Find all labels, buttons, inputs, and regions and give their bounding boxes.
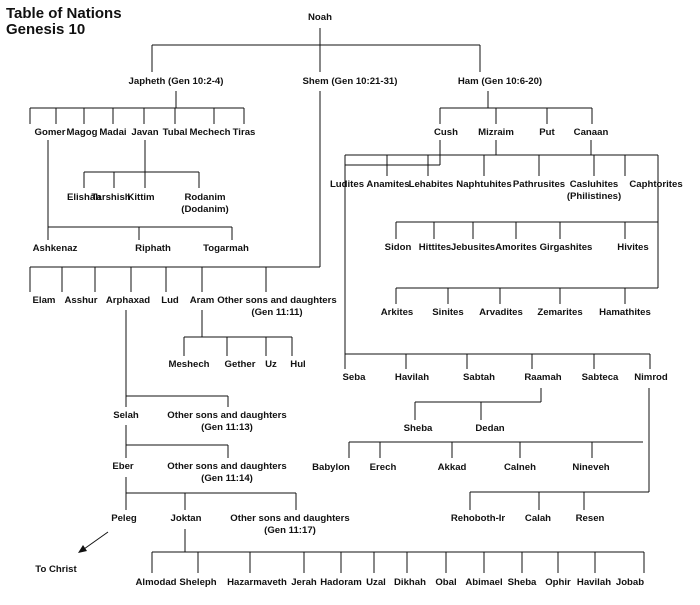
node-rodanim: Rodanim(Dodanim) bbox=[181, 192, 228, 215]
node-havilah-j: Havilah bbox=[577, 577, 611, 588]
node-jobab: Jobab bbox=[616, 577, 644, 588]
node-zemarites: Zemarites bbox=[537, 307, 582, 318]
node-peleg: Peleg bbox=[111, 513, 137, 524]
node-rehoboth: Rehoboth-Ir bbox=[451, 513, 506, 524]
node-nimrod: Nimrod bbox=[634, 372, 668, 383]
node-erech: Erech bbox=[370, 462, 397, 473]
node-ham: Ham (Gen 10:6-20) bbox=[458, 76, 542, 87]
node-resen: Resen bbox=[576, 513, 605, 524]
node-amorites: Amorites bbox=[495, 242, 537, 253]
arrow-head-icon bbox=[78, 545, 87, 553]
node-sheba-r: Sheba bbox=[404, 423, 433, 434]
node-calneh: Calneh bbox=[504, 462, 536, 473]
node-seba: Seba bbox=[343, 372, 367, 383]
node-dikhah: Dikhah bbox=[394, 577, 426, 588]
node-hittites: Hittites bbox=[419, 242, 452, 253]
arrow-line bbox=[83, 531, 109, 550]
node-togarmah: Togarmah bbox=[203, 243, 249, 254]
node-ophir: Ophir bbox=[545, 577, 571, 588]
node-calah: Calah bbox=[525, 513, 551, 524]
node-sidon: Sidon bbox=[385, 242, 412, 253]
node-sabteca: Sabteca bbox=[582, 372, 619, 383]
node-casluhites: Casluhites(Philistines) bbox=[567, 179, 621, 202]
node-hul: Hul bbox=[290, 359, 305, 370]
node-tubal: Tubal bbox=[163, 127, 188, 138]
node-jebusites: Jebusites bbox=[451, 242, 495, 253]
node-lud: Lud bbox=[161, 295, 179, 306]
node-kittim: Kittim bbox=[127, 192, 154, 203]
node-hadoram: Hadoram bbox=[320, 577, 362, 588]
node-naphtuhites: Naphtuhites bbox=[456, 179, 511, 190]
node-asshur: Asshur bbox=[64, 295, 97, 306]
node-eber: Eber bbox=[112, 461, 134, 472]
node-noah: Noah bbox=[308, 12, 332, 23]
node-shem: Shem (Gen 10:21-31) bbox=[303, 76, 398, 87]
node-selah: Selah bbox=[113, 410, 139, 421]
node-caphtorites: Caphtorites bbox=[629, 179, 682, 190]
node-put: Put bbox=[539, 127, 555, 138]
node-obal: Obal bbox=[435, 577, 456, 588]
node-dedan: Dedan bbox=[475, 423, 504, 434]
node-almodad: Almodad bbox=[135, 577, 176, 588]
node-lehabites: Lehabites bbox=[409, 179, 454, 190]
node-hivites: Hivites bbox=[617, 242, 648, 253]
node-javan: Javan bbox=[131, 127, 158, 138]
node-ludites: Ludites bbox=[330, 179, 364, 190]
node-pathrusites: Pathrusites bbox=[513, 179, 565, 190]
node-arvadites: Arvadites bbox=[479, 307, 523, 318]
node-akkad: Akkad bbox=[438, 462, 467, 473]
node-to-christ: To Christ bbox=[35, 564, 77, 575]
diagram-title: Table of Nations bbox=[6, 5, 122, 22]
node-sheleph: Sheleph bbox=[179, 577, 216, 588]
node-jerah: Jerah bbox=[291, 577, 317, 588]
node-sinites: Sinites bbox=[432, 307, 463, 318]
node-magog: Magog bbox=[67, 127, 98, 138]
node-anamites: Anamites bbox=[366, 179, 409, 190]
node-other-eber: Other sons and daughters(Gen 11:17) bbox=[230, 513, 349, 536]
node-babylon: Babylon bbox=[312, 462, 350, 473]
node-riphath: Riphath bbox=[135, 243, 171, 254]
node-joktan: Joktan bbox=[171, 513, 202, 524]
node-tiras: Tiras bbox=[233, 127, 256, 138]
node-raamah: Raamah bbox=[524, 372, 561, 383]
node-tarshish: Tarshish bbox=[91, 192, 130, 203]
node-nineveh: Nineveh bbox=[572, 462, 609, 473]
node-havilah-c: Havilah bbox=[395, 372, 429, 383]
node-uzal: Uzal bbox=[366, 577, 386, 588]
node-mechech: Mechech bbox=[189, 127, 230, 138]
node-uz: Uz bbox=[265, 359, 277, 370]
node-sheba-j: Sheba bbox=[508, 577, 537, 588]
node-girgashites: Girgashites bbox=[540, 242, 593, 253]
node-elam: Elam bbox=[33, 295, 56, 306]
node-meshech: Meshech bbox=[168, 359, 209, 370]
node-elishah: Elishah bbox=[67, 192, 101, 203]
node-sabtah: Sabtah bbox=[463, 372, 495, 383]
node-abimael: Abimael bbox=[465, 577, 502, 588]
node-madai: Madai bbox=[99, 127, 126, 138]
node-cush: Cush bbox=[434, 127, 458, 138]
node-arphaxad: Arphaxad bbox=[106, 295, 150, 306]
node-mizraim: Mizraim bbox=[478, 127, 514, 138]
diagram-subtitle: Genesis 10 bbox=[6, 21, 86, 38]
node-arkites: Arkites bbox=[381, 307, 414, 318]
node-gomer: Gomer bbox=[35, 127, 66, 138]
node-canaan: Canaan bbox=[574, 127, 609, 138]
node-gether: Gether bbox=[225, 359, 256, 370]
node-japheth: Japheth (Gen 10:2-4) bbox=[129, 76, 224, 87]
node-other-shem: Other sons and daughters(Gen 11:11) bbox=[217, 295, 336, 318]
node-hazarmaveth: Hazarmaveth bbox=[227, 577, 287, 588]
node-ashkenaz: Ashkenaz bbox=[33, 243, 78, 254]
node-hamathites: Hamathites bbox=[599, 307, 651, 318]
node-other-selah: Other sons and daughters(Gen 11:14) bbox=[167, 461, 286, 484]
node-other-arph: Other sons and daughters(Gen 11:13) bbox=[167, 410, 286, 433]
node-aram: Aram bbox=[190, 295, 215, 306]
